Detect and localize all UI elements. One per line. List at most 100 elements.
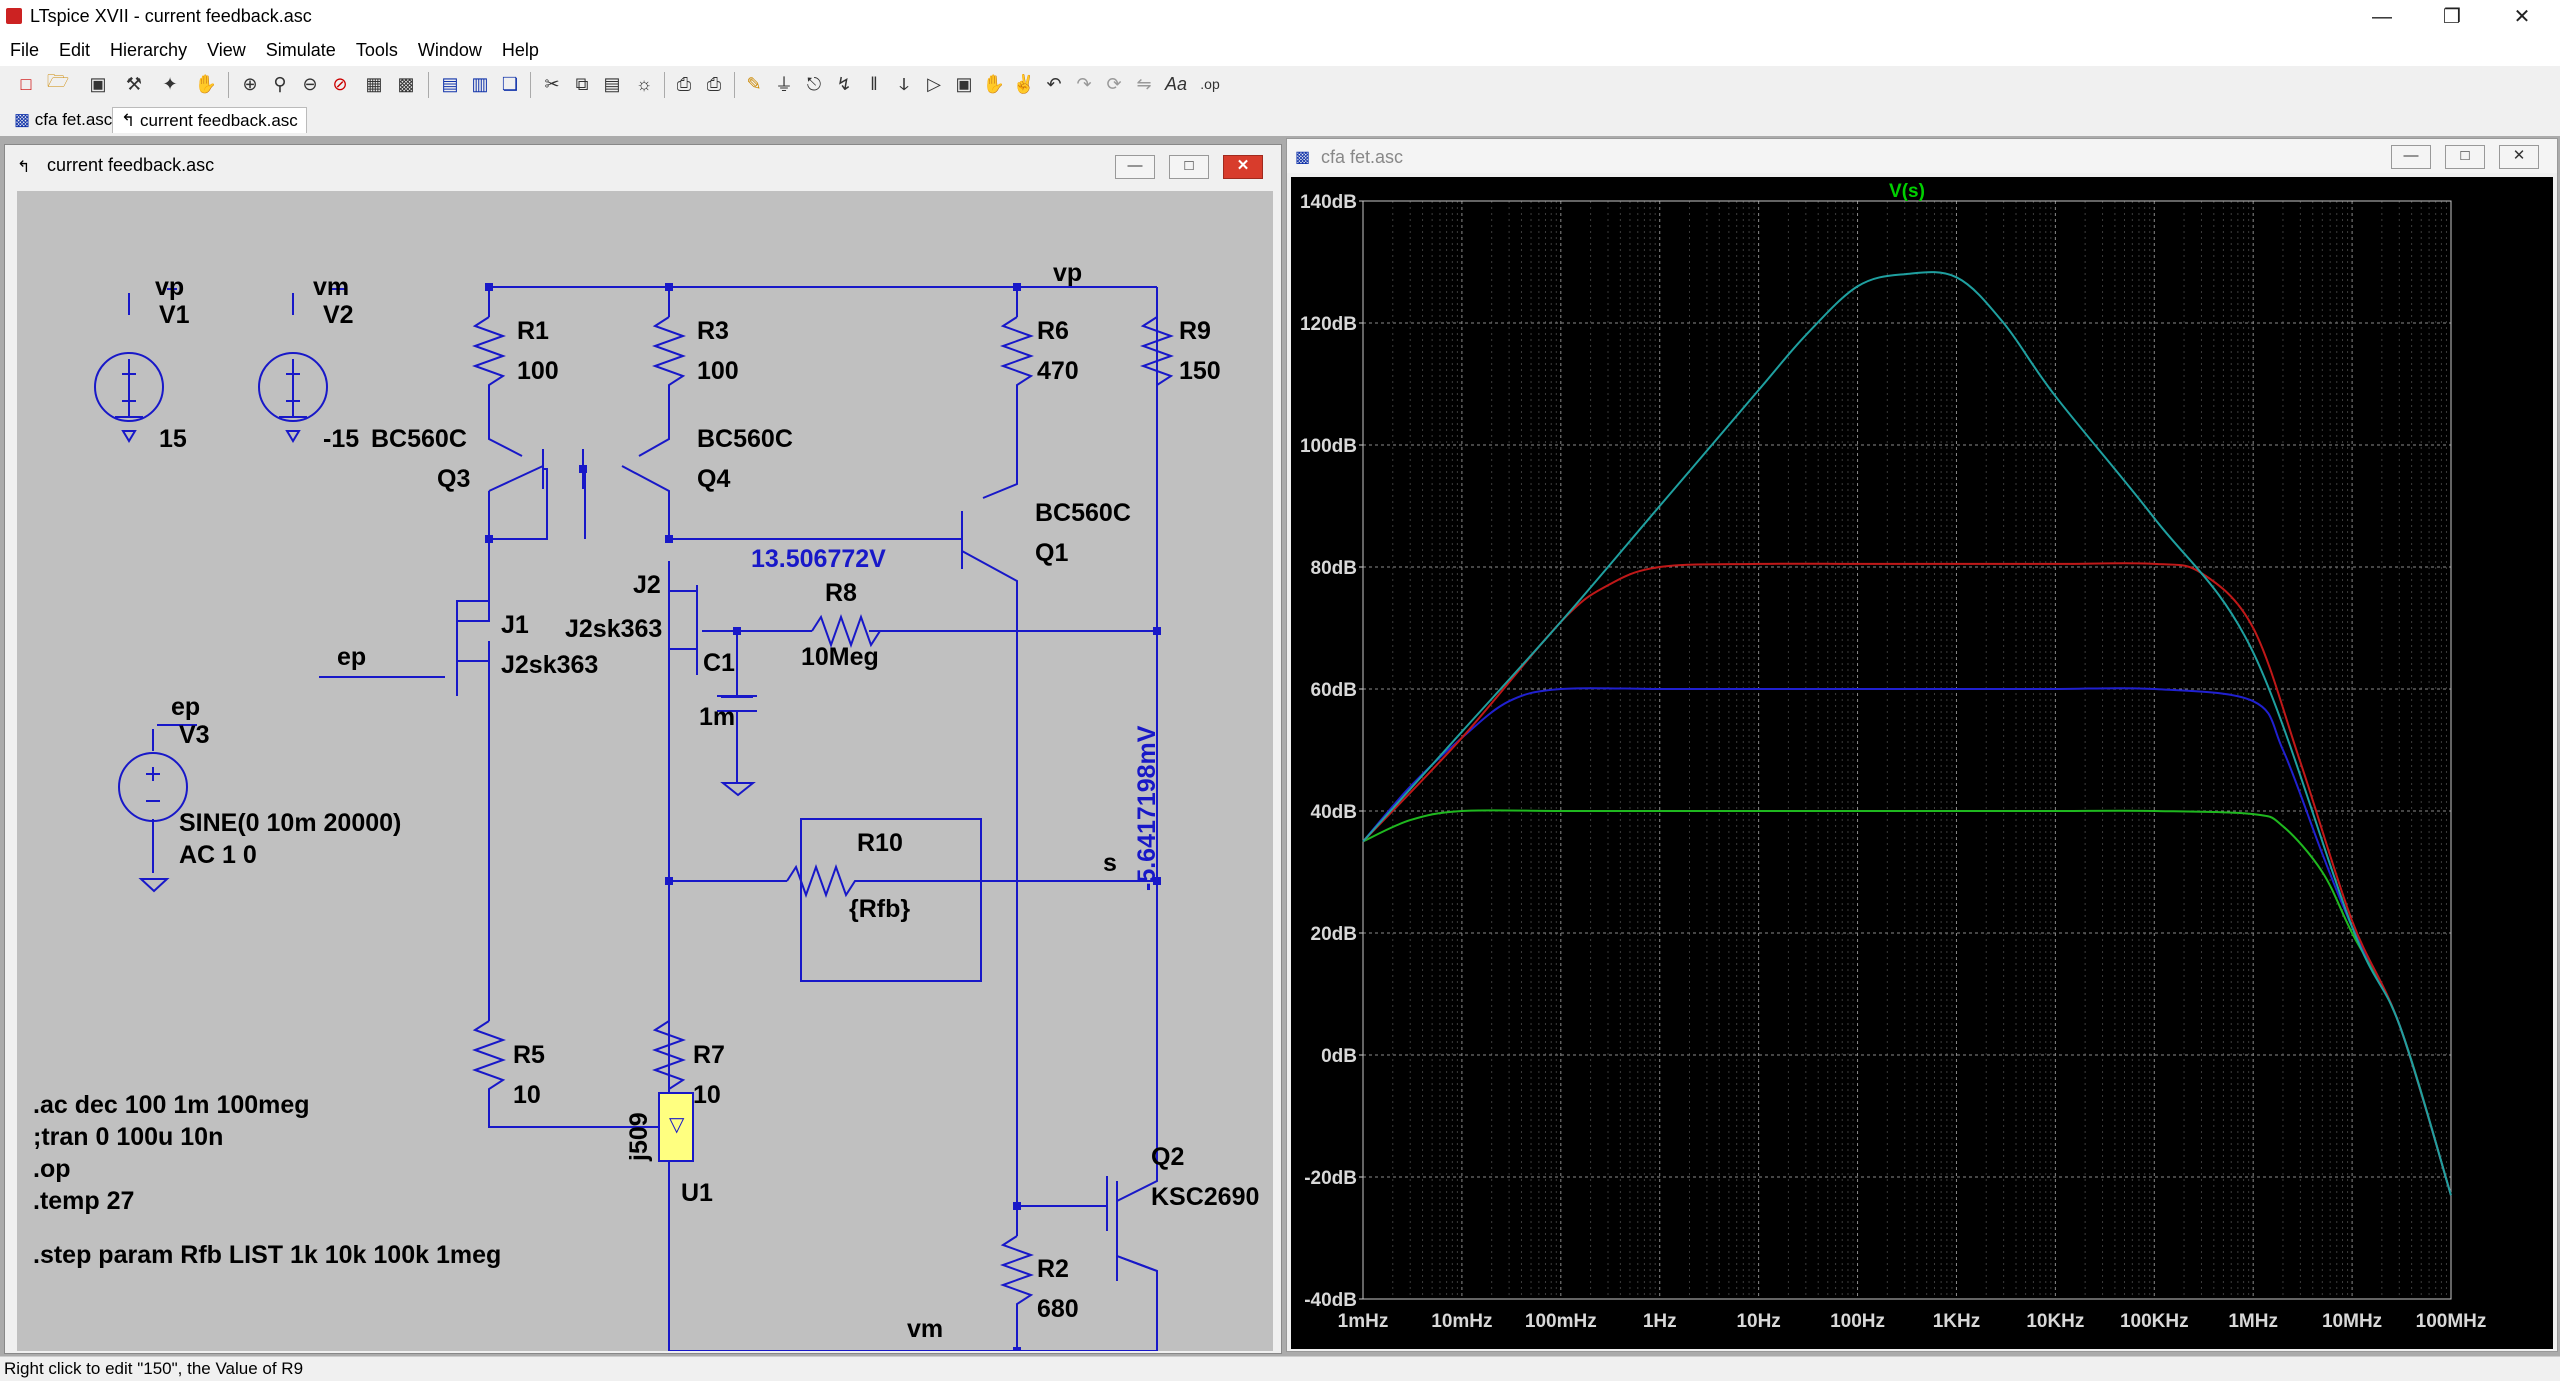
label-r3-val: 100 xyxy=(697,357,739,385)
x-tick-label: 10Hz xyxy=(1736,1311,1780,1332)
menu-edit[interactable]: Edit xyxy=(59,40,91,60)
inductor-icon[interactable]: ↆ xyxy=(899,73,909,94)
x-tick-label: 10KHz xyxy=(2026,1311,2084,1332)
label-q4-model: BC560C xyxy=(697,425,793,453)
x-tick-label: 1KHz xyxy=(1933,1311,1981,1332)
close-icon[interactable]: ✕ xyxy=(2499,145,2539,169)
label-q3: Q3 xyxy=(437,465,470,493)
y-tick-label: 60dB xyxy=(1311,680,1357,701)
text-icon[interactable]: Aa xyxy=(1164,73,1188,94)
draw-wire-icon[interactable]: ✎ xyxy=(746,73,762,94)
label-r5-val: 10 xyxy=(513,1081,541,1109)
minimize-icon[interactable]: — xyxy=(2372,6,2392,28)
schematic-window: ↰ current feedback.asc — □ ✕ xyxy=(4,144,1282,1354)
menu-bar: File Edit Hierarchy View Simulate Tools Window… xyxy=(0,36,2560,66)
autorange-icon[interactable]: ▦ xyxy=(365,73,383,94)
label-v2-val: -15 xyxy=(323,425,359,453)
zoom-fit-icon[interactable]: ⊘ xyxy=(332,73,348,94)
label-j1-model: J2sk363 xyxy=(501,651,598,679)
directive-step: .step param Rfb LIST 1k 10k 100k 1meg xyxy=(33,1241,501,1269)
move-icon[interactable]: ✋ xyxy=(982,73,1006,94)
rotate-icon[interactable]: ⟳ xyxy=(1106,73,1122,94)
paste-icon[interactable]: ▤ xyxy=(603,73,621,94)
cascade-icon[interactable]: ❏ xyxy=(501,73,519,94)
label-v3-ac: AC 1 0 xyxy=(179,841,257,869)
grid-icon[interactable]: ▩ xyxy=(397,73,415,94)
y-tick-label: 140dB xyxy=(1300,192,1357,213)
mirror-icon[interactable]: ⇋ xyxy=(1136,73,1152,94)
label-r8-val: 10Meg xyxy=(801,643,879,671)
print-icon[interactable]: ⎙ xyxy=(706,73,722,94)
label-q2: Q2 xyxy=(1151,1143,1184,1171)
label-r1: R1 xyxy=(517,317,549,345)
find-icon[interactable]: ☼ xyxy=(635,73,653,94)
ground-icon[interactable]: ⏚ xyxy=(775,75,793,95)
menu-help[interactable]: Help xyxy=(501,40,539,60)
ltspice-app-icon xyxy=(6,8,22,24)
menu-window[interactable]: Window xyxy=(417,40,482,60)
restore-icon[interactable]: ❐ xyxy=(2443,6,2461,28)
label-q3-model: BC560C xyxy=(371,425,467,453)
restore-icon[interactable]: □ xyxy=(2445,145,2485,169)
minimize-icon[interactable]: — xyxy=(2391,145,2431,169)
restore-icon[interactable]: □ xyxy=(1169,155,1209,179)
undo-icon[interactable]: ↶ xyxy=(1046,73,1062,94)
tile-vertical-icon[interactable]: ▥ xyxy=(471,73,489,94)
label-r1-val: 100 xyxy=(517,357,559,385)
u1-arrow-icon: ▽ xyxy=(669,1114,685,1136)
label-v3: V3 xyxy=(179,721,210,749)
voltage-sources xyxy=(94,352,328,822)
menu-hierarchy[interactable]: Hierarchy xyxy=(110,40,188,60)
tab-cfa-fet[interactable]: ▩ cfa fet.asc xyxy=(6,107,120,133)
label-v2: V2 xyxy=(323,301,354,329)
zoom-out-icon[interactable]: ⊖ xyxy=(302,73,318,94)
close-icon[interactable]: ✕ xyxy=(1223,155,1263,179)
label-vp-src: vp xyxy=(155,273,184,301)
y-tick-label: 100dB xyxy=(1300,436,1357,457)
directive-temp: .temp 27 xyxy=(33,1187,134,1215)
pan-icon[interactable]: ⚲ xyxy=(273,73,287,94)
x-tick-label: 10mHz xyxy=(1431,1311,1492,1332)
trace-label: V(s) xyxy=(1889,181,1925,202)
schematic-canvas[interactable]: ▽ vp V1 15 vm V2 -15 R1 100 R3 100 R6 47… xyxy=(17,191,1273,1351)
label-q2-model: KSC2690 xyxy=(1151,1183,1259,1211)
tile-horizontal-icon[interactable]: ▤ xyxy=(441,73,459,94)
menu-file[interactable]: File xyxy=(10,40,40,60)
drag-icon[interactable]: ✌ xyxy=(1012,73,1036,94)
schematic-window-title: current feedback.asc xyxy=(47,155,215,175)
spice-directive-icon[interactable]: .op xyxy=(1200,76,1220,92)
label-r6-val: 470 xyxy=(1037,357,1079,385)
waveform-icon: ▩ xyxy=(1295,149,1311,166)
minimize-icon[interactable]: — xyxy=(1115,155,1155,179)
label-r10-val: {Rfb} xyxy=(849,895,910,923)
menu-simulate[interactable]: Simulate xyxy=(265,40,336,60)
halt-icon[interactable]: ✋ xyxy=(194,73,218,94)
plot-background xyxy=(1291,177,2553,1349)
document-tabs: ▩ cfa fet.asc ↰ current feedback.asc xyxy=(0,104,2560,137)
label-vm-src: vm xyxy=(313,273,349,301)
mdi-workspace: ↰ current feedback.asc — □ ✕ xyxy=(0,136,2560,1356)
new-schematic-icon[interactable]: □ xyxy=(20,73,32,94)
redo-icon[interactable]: ↷ xyxy=(1076,73,1092,94)
diode-icon[interactable]: ▷ xyxy=(927,73,941,94)
menu-tools[interactable]: Tools xyxy=(355,40,398,60)
control-panel-icon[interactable]: ⚒ xyxy=(125,73,143,94)
save-icon[interactable]: ▣ xyxy=(89,73,107,94)
print-setup-icon[interactable]: ⎙ xyxy=(676,73,692,94)
x-tick-label: 100mHz xyxy=(1525,1311,1597,1332)
zoom-in-icon[interactable]: ⊕ xyxy=(242,73,258,94)
cut-icon[interactable]: ✂ xyxy=(544,73,560,94)
component-icon[interactable]: ▣ xyxy=(955,73,973,94)
run-icon[interactable]: ✦ xyxy=(162,73,178,94)
resistor-icon[interactable]: ↯ xyxy=(836,73,852,94)
menu-view[interactable]: View xyxy=(207,40,246,60)
close-icon[interactable]: ✕ xyxy=(2513,6,2531,28)
label-net-icon[interactable]: ⎋ xyxy=(806,73,822,94)
open-icon[interactable]: 🗁 xyxy=(46,71,70,91)
plot-canvas[interactable]: V(s) 140dB120dB100dB80dB60dB40dB20dB0dB-… xyxy=(1291,177,2553,1349)
copy-icon[interactable]: ⧉ xyxy=(575,73,589,94)
tab-current-feedback[interactable]: ↰ current feedback.asc xyxy=(112,107,307,133)
capacitor-icon[interactable]: ‖ xyxy=(870,73,878,94)
tab-label: current feedback.asc xyxy=(139,111,298,130)
